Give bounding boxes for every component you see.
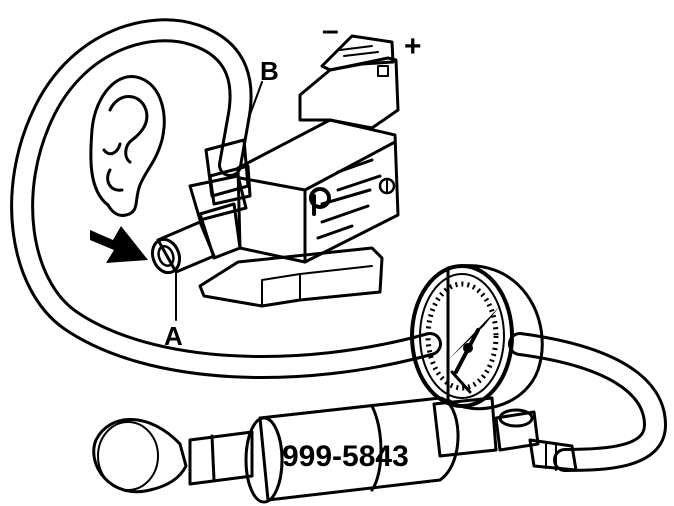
loop-hose [10,18,667,472]
ear-icon [89,75,166,217]
label-plus: + [404,30,422,63]
label-b: B [260,56,279,86]
port-a [150,202,242,275]
hand-pump [92,396,460,504]
tool-number: 999-5843 [282,440,409,473]
port-b [188,138,252,222]
arrow-icon [90,226,148,263]
gauge-connector [432,396,578,472]
pressure-gauge [410,264,544,411]
label-minus: – [322,14,339,47]
leader-line-b [247,81,263,121]
label-a: A [164,321,183,351]
valve-body [198,34,400,308]
